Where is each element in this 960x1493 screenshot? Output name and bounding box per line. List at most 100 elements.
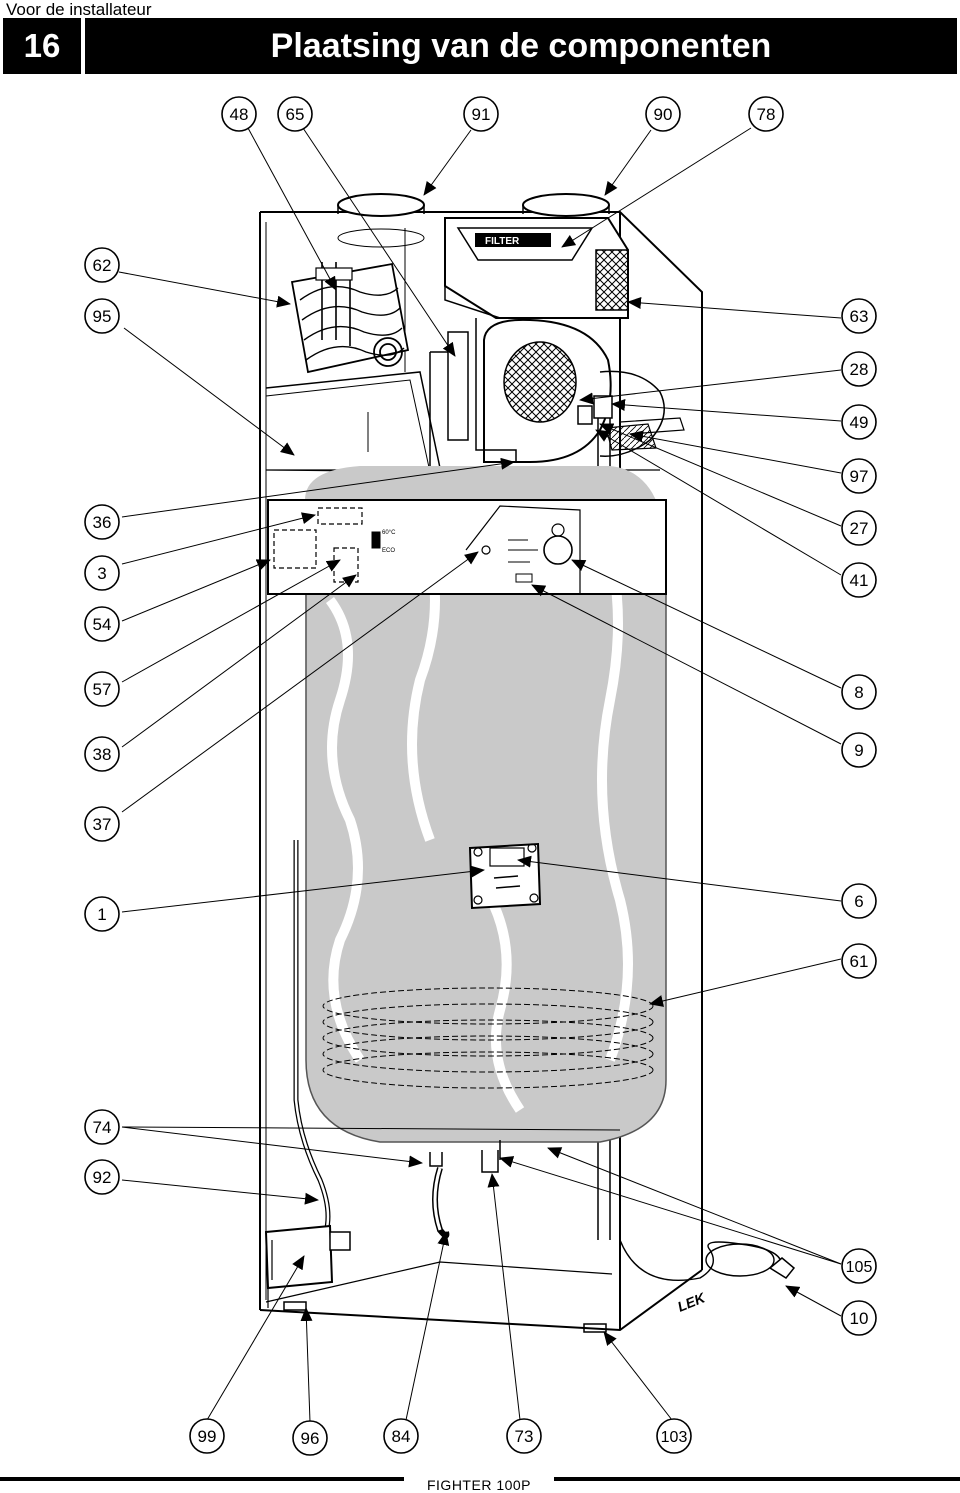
leader-90	[604, 129, 652, 196]
leader-97	[629, 430, 842, 474]
callout-92-label: 92	[93, 1168, 112, 1187]
thermostat-module	[468, 842, 542, 910]
callout-28: 28	[841, 351, 877, 387]
top-duct-left	[337, 193, 425, 217]
callout-91: 91	[463, 96, 499, 132]
control-panel	[267, 499, 667, 595]
callout-105: 105	[841, 1248, 877, 1284]
leader-105a	[547, 1147, 842, 1265]
callout-74: 74	[84, 1109, 120, 1145]
callout-62-label: 62	[93, 256, 112, 275]
callout-65: 65	[277, 96, 313, 132]
leader-65	[302, 127, 456, 357]
callout-8: 8	[841, 674, 877, 710]
leader-9	[531, 584, 842, 745]
callout-28-label: 28	[850, 360, 869, 379]
callout-73-label: 73	[515, 1427, 534, 1446]
callout-8-label: 8	[854, 683, 863, 702]
footer-product: FIGHTER 100P	[426, 1477, 532, 1493]
leader-38	[121, 574, 357, 748]
temp-label: 60°C	[382, 530, 396, 536]
callout-27-label: 27	[850, 519, 869, 538]
leader-1	[121, 865, 485, 913]
callout-78-label: 78	[757, 105, 776, 124]
callout-65-label: 65	[286, 105, 305, 124]
leader-49	[611, 398, 842, 422]
callout-61: 61	[841, 943, 877, 979]
leader-57	[121, 559, 341, 683]
page-number: 16	[23, 27, 61, 64]
callout-48: 48	[221, 96, 257, 132]
leader-3	[121, 512, 316, 565]
callouts: 48 65 91 90 78 62 95 63 28 49 97 36 27 3…	[84, 96, 877, 1456]
callout-41: 41	[841, 562, 877, 598]
water-tank	[305, 466, 667, 1143]
heating-coil	[322, 987, 654, 1089]
leader-lines	[118, 127, 842, 1423]
leader-74	[121, 1126, 423, 1168]
callout-103: 103	[656, 1418, 692, 1454]
leader-95	[123, 327, 295, 456]
callout-10: 10	[841, 1300, 877, 1336]
cabinet-drawing	[259, 193, 796, 1333]
leader-54	[121, 559, 271, 622]
callout-37: 37	[84, 806, 120, 842]
callout-96-label: 96	[301, 1429, 320, 1448]
callout-97-label: 97	[850, 467, 869, 486]
callout-99-label: 99	[198, 1427, 217, 1446]
filter-housing	[444, 217, 629, 319]
callout-9: 9	[841, 732, 877, 768]
leader-84	[405, 1231, 450, 1421]
fan-assembly	[429, 318, 665, 470]
evaporator-coil	[290, 262, 410, 374]
callout-37-label: 37	[93, 815, 112, 834]
leader-105b	[499, 1156, 842, 1265]
leader-96	[300, 1307, 313, 1423]
callout-78: 78	[748, 96, 784, 132]
callout-103-label: 103	[661, 1429, 688, 1446]
callout-73: 73	[506, 1418, 542, 1454]
callout-90-label: 90	[654, 105, 673, 124]
callout-96: 96	[292, 1420, 328, 1456]
callout-48-label: 48	[230, 105, 249, 124]
callout-84: 84	[383, 1418, 419, 1454]
page-header: 16 Plaatsing van de componenten	[3, 18, 957, 74]
leader-6	[517, 855, 842, 902]
leader-61	[649, 958, 842, 1007]
callout-97: 97	[841, 458, 877, 494]
callout-3-label: 3	[97, 564, 106, 583]
callout-38-label: 38	[93, 745, 112, 764]
callout-99: 99	[189, 1418, 225, 1454]
leader-41	[595, 429, 842, 576]
leader-36	[121, 457, 515, 518]
leader-63	[627, 296, 842, 319]
callout-1: 1	[84, 896, 120, 932]
callout-105-label: 105	[846, 1259, 873, 1276]
section-label: Voor de installateur	[6, 0, 152, 19]
callout-74-label: 74	[93, 1118, 112, 1137]
eco-label: ECO	[382, 548, 395, 554]
leader-48	[247, 127, 337, 291]
callout-41-label: 41	[850, 571, 869, 590]
filter-label: FILTER	[485, 236, 520, 247]
leader-99	[206, 1255, 305, 1421]
leader-28	[579, 369, 842, 405]
callout-84-label: 84	[392, 1427, 411, 1446]
leader-73	[487, 1173, 521, 1421]
callout-3: 3	[84, 555, 120, 591]
callout-63: 63	[841, 298, 877, 334]
cabinet-bottom-edge	[259, 1269, 703, 1332]
leader-27	[599, 423, 842, 527]
callout-92: 92	[84, 1159, 120, 1195]
leader-78	[561, 127, 752, 248]
page-title: Plaatsing van de componenten	[270, 27, 772, 65]
callout-49-label: 49	[850, 413, 869, 432]
callout-36: 36	[84, 504, 120, 540]
top-duct-right	[522, 193, 610, 217]
callout-9-label: 9	[854, 741, 863, 760]
leader-37	[121, 551, 479, 813]
leader-74-upper	[121, 1126, 621, 1131]
callout-38: 38	[84, 736, 120, 772]
callout-57: 57	[84, 671, 120, 707]
